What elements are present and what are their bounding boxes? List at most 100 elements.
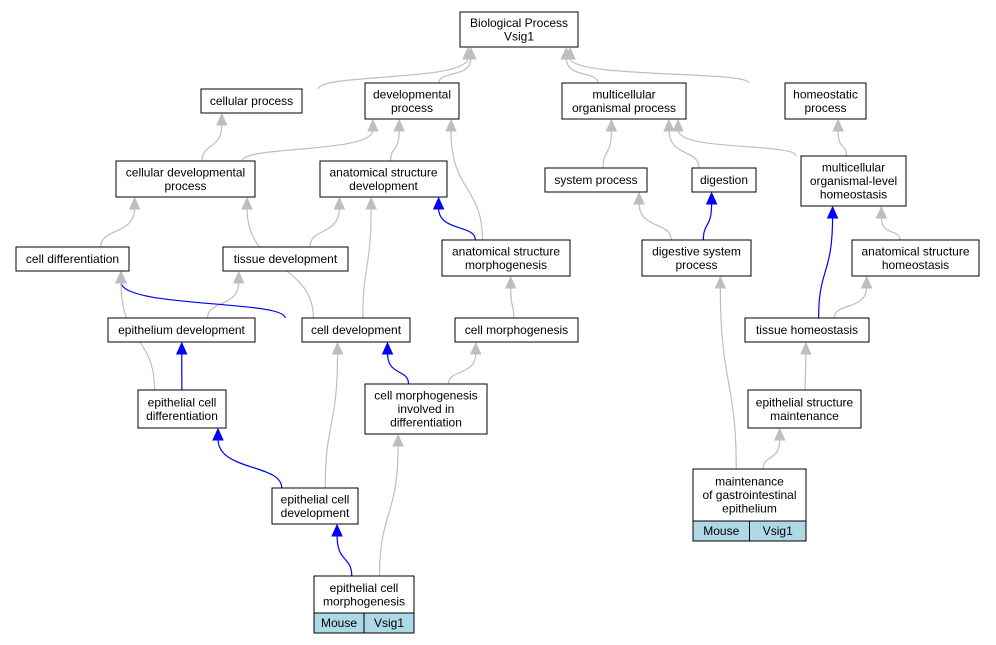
node-box [115, 160, 256, 198]
is-a-edge [241, 129, 374, 162]
node-label: epithelial cell [330, 581, 399, 595]
arrowhead-icon [800, 341, 812, 355]
node-label: organismal process [572, 101, 676, 115]
is-a-edge [378, 444, 399, 577]
arrowhead-icon [875, 205, 888, 219]
node-label: homeostasis [820, 188, 887, 202]
node-box [800, 155, 907, 207]
node-label: anatomical structure [329, 165, 437, 179]
arrowhead-icon [832, 118, 844, 132]
arrowhead-icon [367, 118, 379, 132]
node-label: process [675, 258, 717, 272]
node-label: tissue homeostasis [756, 323, 858, 337]
node-label: process [164, 179, 206, 193]
node-label: epithelium [722, 502, 777, 516]
is-a-edge [804, 352, 807, 391]
node-label: maintenance [715, 475, 784, 489]
species-label: Mouse [321, 616, 357, 630]
is-a-edge [668, 129, 700, 169]
node-box [319, 160, 448, 198]
arrowhead-icon [432, 196, 445, 210]
node-label: epithelium development [118, 323, 245, 337]
is-a-edge [201, 123, 223, 162]
node-label: cell morphogenesis [374, 389, 477, 403]
node-label: digestive system [652, 244, 741, 258]
annotation-cell [749, 520, 807, 542]
node-box [15, 246, 130, 272]
node-label: morphogenesis [323, 594, 405, 608]
arrowhead-icon [445, 118, 457, 132]
node-box [641, 239, 752, 277]
arrowhead-icon [333, 196, 346, 210]
node-label: epithelial cell [148, 395, 217, 409]
node-label: digestion [700, 173, 748, 187]
go-term-node[interactable]: cell morphogenesis [454, 317, 579, 343]
node-box [364, 82, 460, 120]
go-term-node[interactable]: system process [544, 167, 648, 193]
go-term-node[interactable]: cellular process [200, 88, 303, 114]
node-label: Vsig1 [504, 29, 534, 43]
arrowhead-icon [605, 118, 618, 132]
node-label: Biological Process [470, 16, 568, 30]
go-term-node[interactable]: digestion [691, 167, 757, 193]
regulates-edge [336, 534, 353, 577]
is-a-edge [602, 129, 612, 169]
node-box [744, 317, 870, 343]
node-label: involved in [398, 402, 455, 416]
node-label: development [281, 506, 350, 520]
gene-label: Vsig1 [763, 524, 793, 538]
is-a-edge [100, 207, 136, 248]
node-label: anatomical structure [861, 244, 969, 258]
arrowhead-icon [672, 118, 684, 132]
node-label: development [349, 179, 418, 193]
node-label: homeostatic [793, 87, 858, 101]
arrowhead-icon [241, 196, 253, 210]
node-label: cell development [311, 323, 402, 337]
go-term-node[interactable]: tissue development [222, 246, 349, 272]
regulates-edge [386, 352, 410, 385]
node-box [561, 82, 687, 120]
arrowhead-icon [633, 191, 645, 205]
is-a-edge [510, 286, 515, 319]
is-a-edge [880, 216, 901, 241]
go-term-node[interactable]: tissue homeostasis [744, 317, 870, 343]
node-label: tissue development [234, 252, 338, 266]
is-a-edge [565, 57, 599, 84]
arrowhead-icon [826, 205, 839, 219]
node-label: cellular developmental [126, 165, 245, 179]
node-box [747, 389, 862, 429]
arrowhead-icon [564, 46, 576, 60]
regulates-edge [438, 207, 476, 241]
node-box [454, 317, 579, 343]
node-label: developmental [373, 87, 451, 101]
arrowhead-icon [365, 196, 377, 210]
go-term-node[interactable]: epithelium development [107, 317, 256, 343]
node-box [313, 575, 415, 614]
node-label: anatomical structure [452, 244, 560, 258]
node-label: epithelial cell [281, 492, 350, 506]
arrowhead-icon [393, 118, 405, 132]
is-a-edge [206, 281, 240, 319]
is-a-edge [569, 57, 750, 84]
go-term-node[interactable]: cell development [301, 317, 411, 343]
go-term-node[interactable]: cell differentiation [15, 246, 130, 272]
node-label: system process [554, 173, 637, 187]
is-a-edge [324, 352, 339, 489]
arrowhead-icon [331, 341, 344, 355]
